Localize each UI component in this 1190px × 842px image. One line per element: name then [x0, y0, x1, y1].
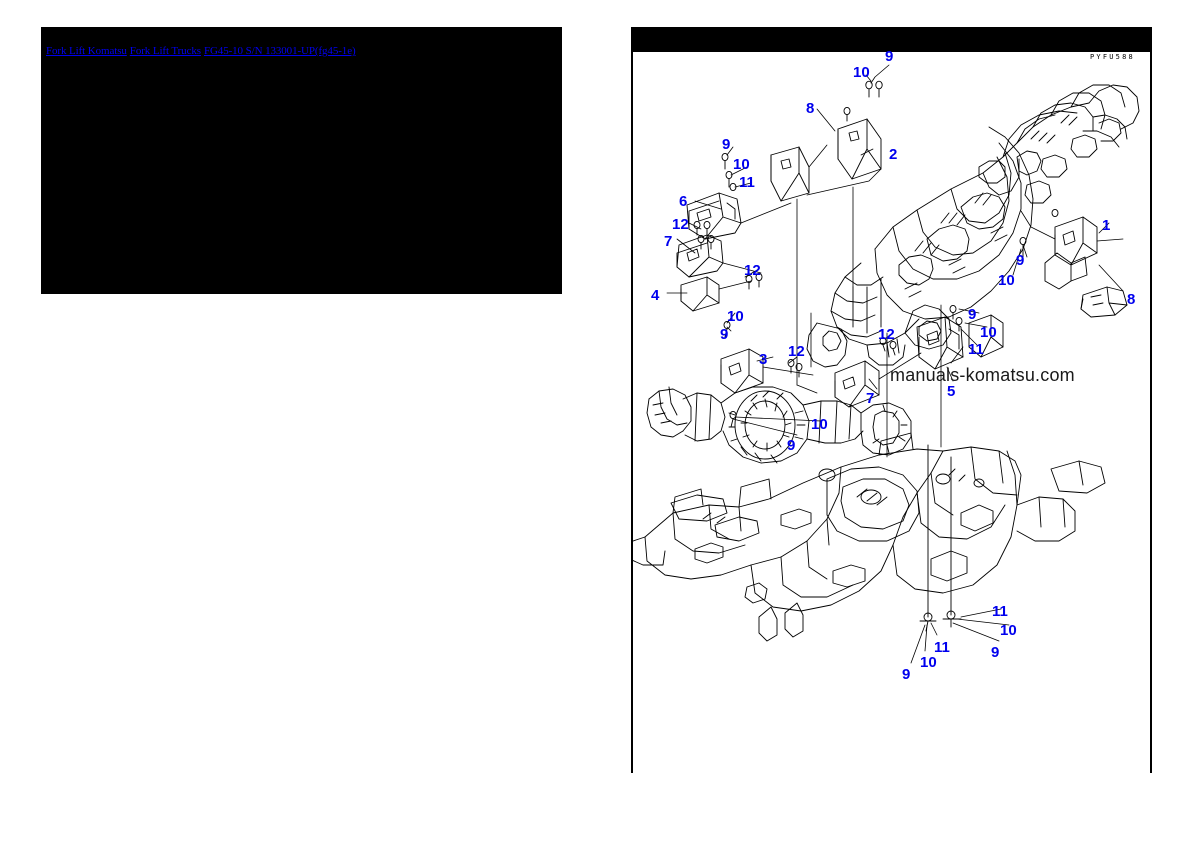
- callout-number: 6: [679, 193, 688, 210]
- diagram-header-bar: [631, 27, 1152, 52]
- hardware-fasteners: [693, 80, 1059, 632]
- engine-assembly: [806, 84, 1140, 368]
- callout-number: 10: [998, 272, 1015, 289]
- mount-bracket-parts: [676, 118, 1128, 408]
- callout-number: 4: [651, 287, 660, 304]
- breadcrumb-link-model[interactable]: FG45-10 S/N 133001-UP(fg45-1e): [203, 45, 356, 57]
- callout-number: 10: [980, 324, 997, 341]
- callout-number: 12: [788, 343, 805, 360]
- diagram-border-left: [631, 52, 633, 773]
- callout-number: 8: [806, 100, 815, 117]
- callout-number: 10: [1000, 622, 1017, 639]
- chassis-frame: [631, 432, 1106, 642]
- callout-number: 12: [744, 262, 761, 279]
- callout-number: 5: [947, 383, 956, 400]
- callout-number: 2: [889, 146, 898, 163]
- callout-number: 10: [920, 654, 937, 671]
- callout-number: 3: [759, 351, 768, 368]
- callout-number: 10: [853, 64, 870, 81]
- breadcrumb-link-fork-lift-trucks[interactable]: Fork Lift Trucks: [129, 45, 201, 57]
- front-axle-assembly: [646, 386, 912, 464]
- callout-number: 9: [902, 666, 911, 683]
- callout-number: 11: [992, 603, 1008, 620]
- diagram-border-right: [1150, 52, 1152, 773]
- callout-number: 7: [866, 390, 875, 407]
- callout-number: 10: [733, 156, 750, 173]
- breadcrumb-link-fork-lift-komatsu[interactable]: Fork Lift Komatsu: [46, 45, 127, 57]
- callout-number: 12: [878, 326, 895, 343]
- callout-number: 12: [672, 216, 689, 233]
- callout-number: 9: [968, 306, 977, 323]
- navigation-panel: Fork Lift Komatsu Fork Lift Trucks FG45-…: [41, 27, 562, 294]
- callout-number: 9: [720, 326, 729, 343]
- parts-diagram-panel: PYFU588: [631, 27, 1152, 773]
- callout-number: 7: [664, 233, 673, 250]
- leader-lines: [666, 64, 1124, 664]
- callout-number: 9: [885, 48, 894, 65]
- callout-number: 9: [991, 644, 1000, 661]
- watermark: manuals-komatsu.com: [890, 365, 1075, 385]
- parts-exploded-view-drawing: [631, 64, 1140, 664]
- callout-number: 10: [811, 416, 828, 433]
- callout-number: 9: [787, 437, 796, 454]
- callout-number: 10: [727, 308, 744, 325]
- callout-number: 1: [1102, 217, 1111, 234]
- callout-number: 11: [739, 174, 755, 191]
- breadcrumb: Fork Lift Komatsu Fork Lift Trucks FG45-…: [46, 45, 558, 57]
- callout-number: 8: [1127, 291, 1136, 308]
- callout-number: 11: [968, 341, 984, 358]
- callout-number: 9: [722, 136, 731, 153]
- part-code-label: PYFU588: [1090, 53, 1135, 61]
- callout-number: 11: [934, 639, 950, 656]
- callout-number: 9: [1016, 252, 1025, 269]
